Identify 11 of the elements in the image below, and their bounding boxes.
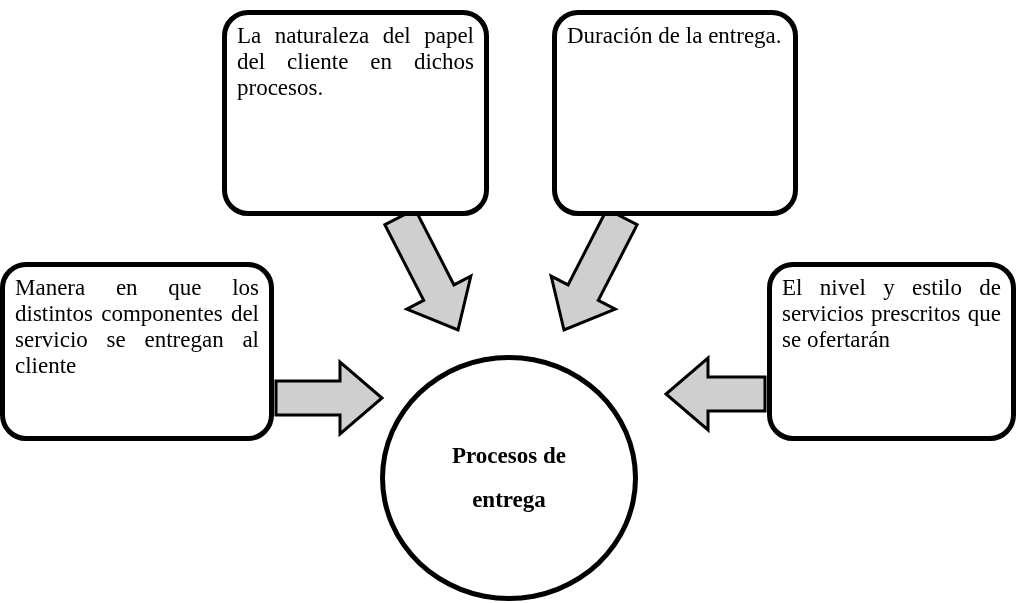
box-text: Manera en que los distintos componentes del servicio se entregan al cliente [15,275,259,379]
rounded-box [552,10,798,216]
block-arrow [663,354,767,434]
box-text: El nivel y estilo de servicios prescritos que se ofertarán [782,275,1001,353]
rounded-box [0,262,274,441]
box-text: Duración de la entrega. [567,23,783,49]
center-label: Procesos de entrega [451,442,567,514]
box-text: La naturaleza del papel del cliente en dichos procesos. [237,23,474,101]
rounded-box [767,262,1016,441]
rounded-box [222,10,489,216]
block-arrow [274,358,385,438]
